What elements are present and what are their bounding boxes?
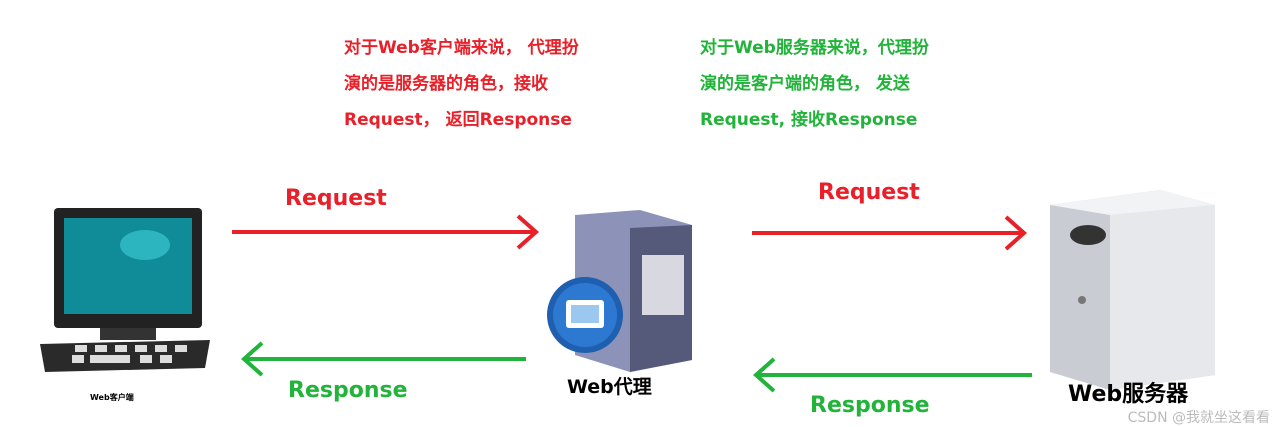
client-label: Web客户端: [90, 393, 134, 402]
note-line: 演的是客户端的角色， 发送: [700, 74, 910, 94]
response-arrow-right: [752, 357, 1032, 393]
note-line: Request, 接收Response: [700, 110, 918, 130]
request-label-left: Request: [285, 186, 387, 211]
server-label: Web服务器: [1068, 382, 1189, 407]
response-label-left: Response: [288, 378, 408, 403]
watermark: CSDN @我就坐这看看: [1127, 410, 1270, 426]
request-arrow-left: [232, 214, 540, 250]
client-computer-icon: [40, 208, 210, 372]
response-label-right: Response: [810, 393, 930, 418]
server-note: 对于Web服务器来说，代理扮 演的是客户端的角色， 发送 Request, 接收…: [700, 30, 929, 138]
note-line: 演的是服务器的角色，接收: [344, 74, 548, 94]
proxy-server-icon: [547, 210, 692, 372]
request-label-right: Request: [818, 180, 920, 205]
proxy-label: Web代理: [567, 376, 652, 398]
note-line: Request， 返回Response: [344, 110, 572, 130]
web-server-icon: [1050, 190, 1215, 390]
request-arrow-right: [752, 215, 1028, 251]
note-line: 对于Web服务器来说，代理扮: [700, 38, 929, 58]
response-arrow-left: [240, 341, 526, 377]
client-note: 对于Web客户端来说， 代理扮 演的是服务器的角色，接收 Request， 返回…: [344, 30, 579, 138]
note-line: 对于Web客户端来说， 代理扮: [344, 38, 579, 58]
